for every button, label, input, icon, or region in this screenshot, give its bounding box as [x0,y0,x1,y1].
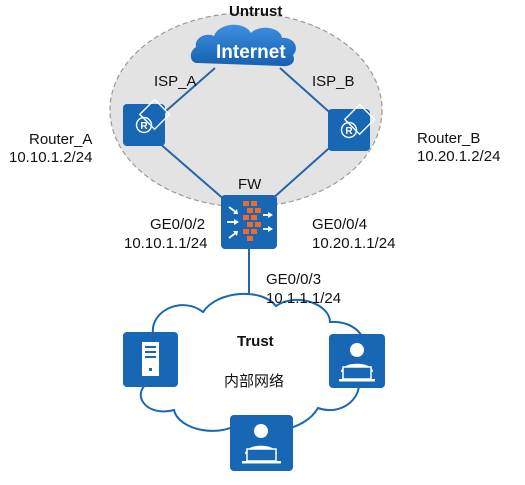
isp-b-label: ISP_B [312,73,355,90]
user-workstation-icon-bottom [230,415,293,471]
network-links [157,67,337,318]
fw-ip-right: 10.20.1.1/24 [312,235,396,252]
internet-cloud-icon [190,24,296,67]
fw-port-right: GE0/0/4 [312,216,368,233]
fw-port-down: GE0/0/3 [266,271,322,288]
fw-ip-down: 10.1.1.1/24 [266,290,342,307]
untrust-zone-label: Untrust [229,3,283,20]
fw-ip-left: 10.10.1.1/24 [124,235,208,252]
router-b-icon: R [328,103,376,151]
isp-a-label: ISP_A [154,73,197,90]
router-b-ip: 10.20.1.2/24 [417,148,501,165]
firewall-icon [221,195,277,249]
svg-text:R: R [140,121,148,132]
router-b-name: Router_B [417,130,481,147]
link-internet-router-a [157,67,216,119]
internet-label: Internet [216,42,286,63]
trust-zone-label: Trust [237,333,274,350]
fw-port-left: GE0/0/2 [150,216,206,233]
router-a-ip: 10.10.1.2/24 [9,149,93,166]
router-a-name: Router_A [29,131,93,148]
trust-zone-subtitle: 内部网络 [224,372,285,390]
svg-text:R: R [345,126,353,137]
server-icon [123,332,178,387]
firewall-name: FW [238,176,262,193]
router-a-icon: R [123,98,171,146]
user-workstation-icon-right [329,334,385,388]
link-router-a-fw [157,141,235,209]
link-internet-router-b [279,67,337,119]
